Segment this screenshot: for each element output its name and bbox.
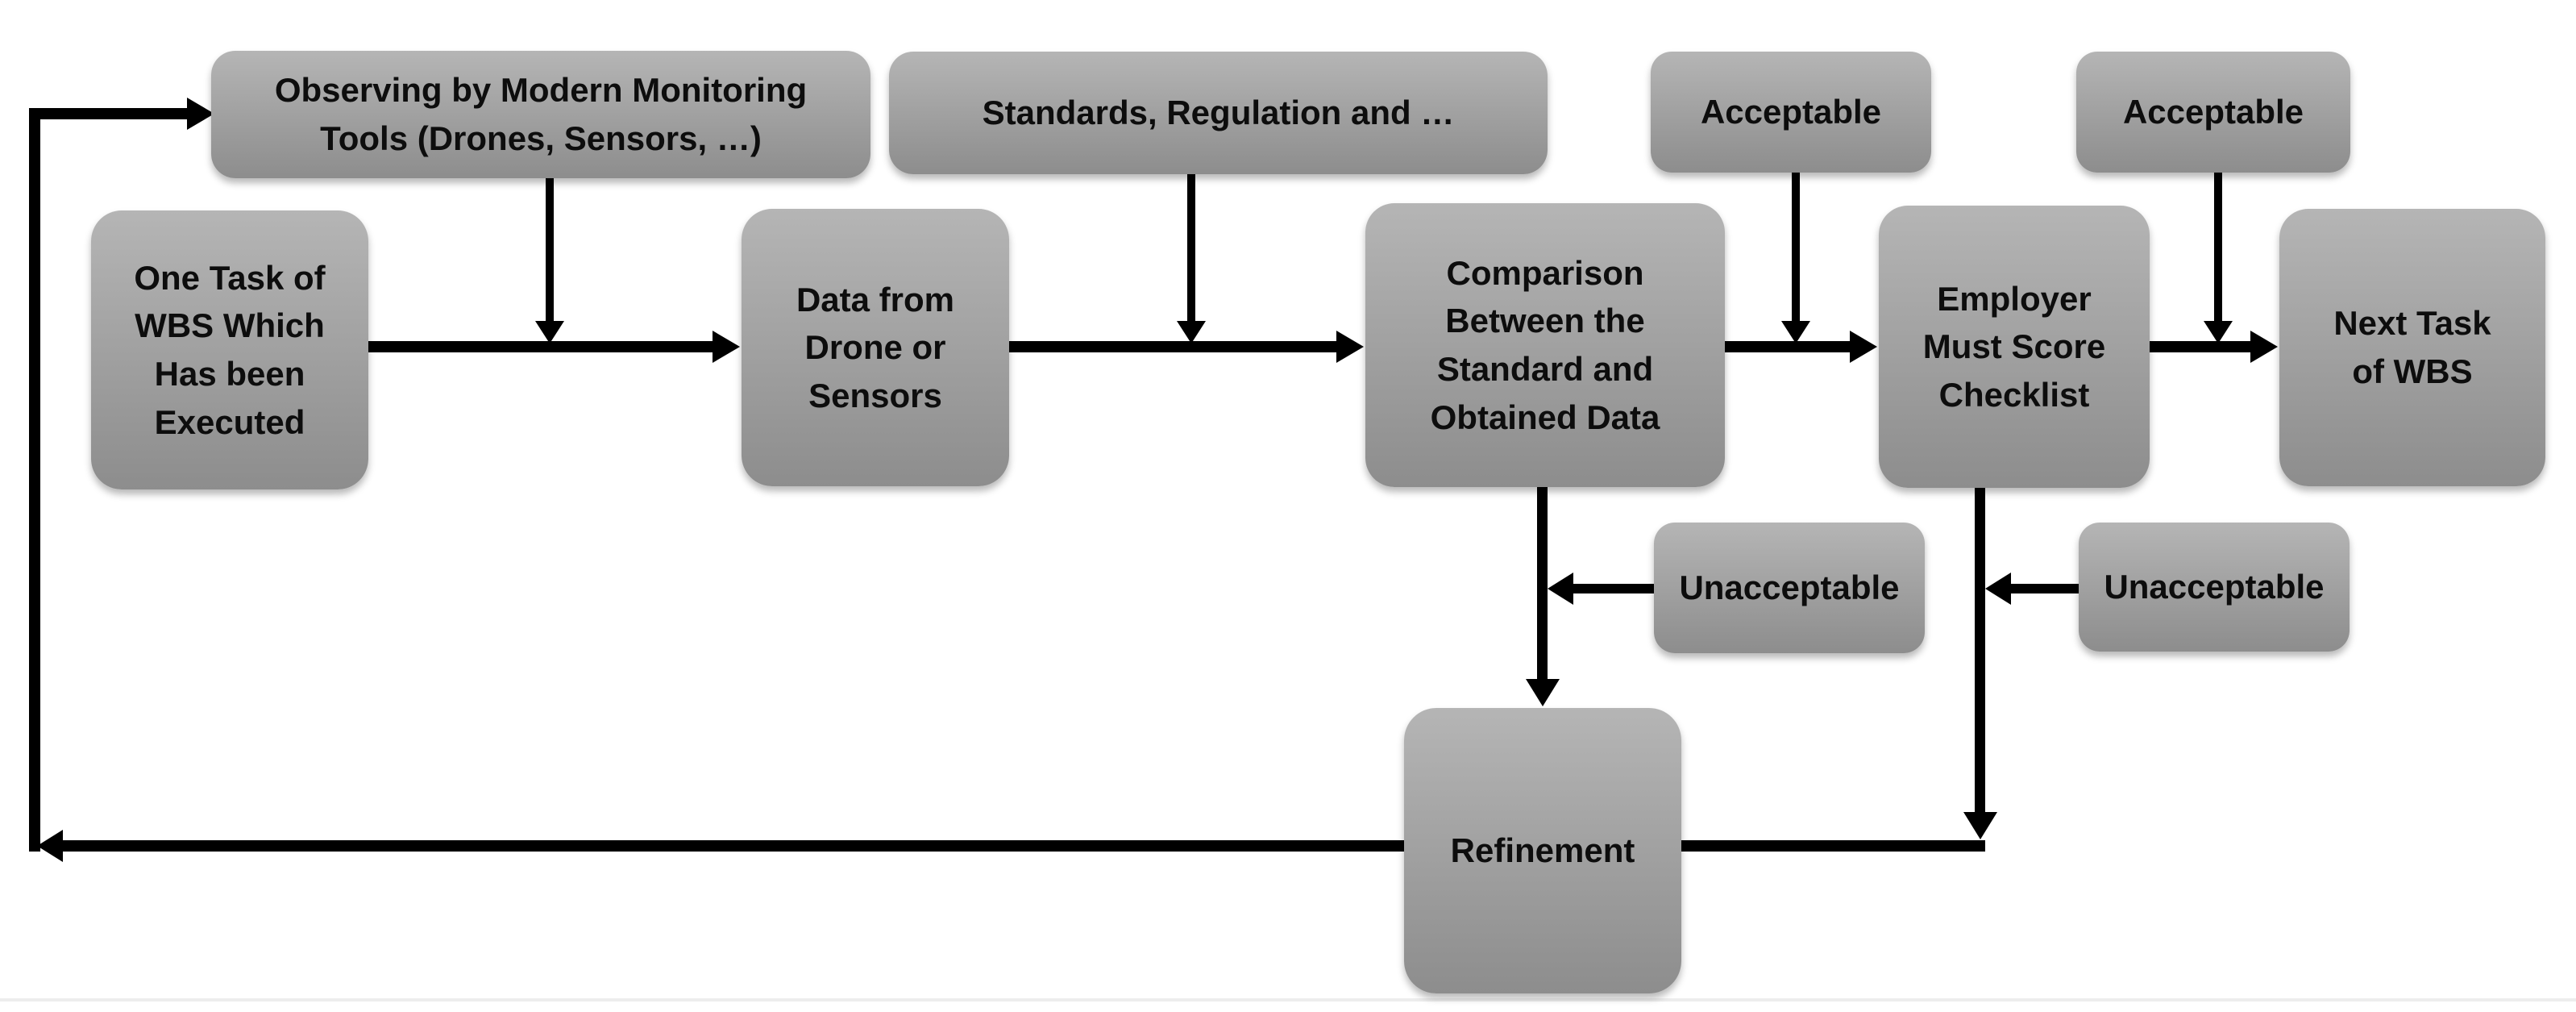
drop-observing-line: [546, 178, 554, 321]
arrowhead-data-to-comparison: [1336, 331, 1364, 363]
node-next-task: Next Task of WBS: [2279, 209, 2545, 486]
node-acceptable-right: Acceptable: [2076, 52, 2350, 173]
node-observing: Observing by Modern Monitoring Tools (Dr…: [211, 51, 870, 178]
edge-unacceptable-left-line: [1573, 584, 1654, 593]
arrowhead-onetask-to-data: [713, 331, 740, 363]
arrowhead-comparison-to-refinement: [1526, 679, 1560, 706]
arrowhead-unacceptable-left: [1548, 573, 1573, 605]
node-refinement: Refinement: [1404, 708, 1681, 993]
drop-standards-line: [1187, 174, 1195, 321]
node-unacceptable-left: Unacceptable: [1654, 523, 1925, 653]
edge-employer-down-line: [1975, 488, 1985, 812]
node-one-task: One Task of WBS Which Has been Executed: [91, 210, 368, 489]
arrowhead-drop-standards: [1177, 321, 1206, 344]
drop-acceptable-right-line: [2214, 173, 2222, 321]
arrowhead-employer-to-nexttask: [2250, 331, 2278, 363]
arrowhead-return-left: [37, 830, 63, 862]
arrowhead-unacceptable-right: [1985, 573, 2011, 605]
edge-comparison-to-refinement-line: [1537, 487, 1548, 679]
edge-employer-to-nexttask-line: [2150, 341, 2250, 352]
node-unacceptable-right: Unacceptable: [2079, 523, 2350, 652]
loop-left-vertical-line: [29, 108, 40, 852]
edge-data-to-comparison-line: [1009, 341, 1336, 352]
arrowhead-comparison-to-employer: [1850, 331, 1877, 363]
node-acceptable-top: Acceptable: [1651, 52, 1931, 173]
arrowhead-drop-observing: [535, 321, 564, 344]
node-standards: Standards, Regulation and …: [889, 52, 1548, 174]
loop-top-horizontal-line: [29, 108, 187, 119]
arrowhead-drop-acceptable-right: [2204, 321, 2233, 344]
bottom-edge-rule: [0, 998, 2576, 1002]
node-data-drone: Data from Drone or Sensors: [742, 209, 1009, 486]
arrowhead-loop-to-observing: [187, 98, 214, 130]
edge-comparison-to-employer-line: [1725, 341, 1850, 352]
edge-unacceptable-right-line: [2011, 584, 2079, 593]
edge-onetask-to-data-line: [368, 341, 713, 352]
arrowhead-drop-acceptable-top: [1781, 321, 1810, 344]
refinement-return-line: [63, 840, 1985, 852]
node-comparison: Comparison Between the Standard and Obta…: [1365, 203, 1725, 487]
drop-acceptable-top-line: [1792, 173, 1800, 321]
arrowhead-employer-down: [1963, 812, 1997, 839]
node-employer: Employer Must Score Checklist: [1879, 206, 2150, 488]
